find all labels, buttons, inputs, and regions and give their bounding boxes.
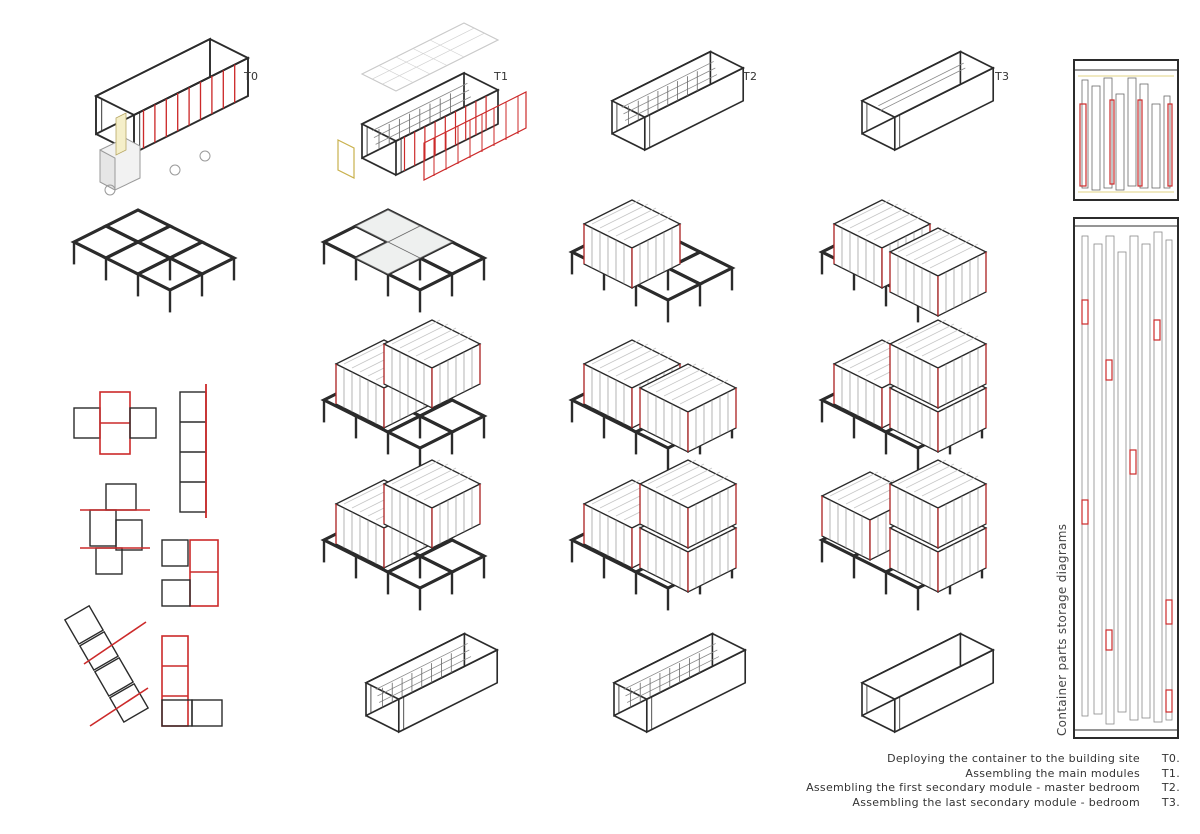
storage-diagram-top — [1073, 59, 1179, 201]
stage-label-t2: T2 — [742, 70, 757, 83]
legend-row-t0: Deploying the container to the building … — [660, 752, 1180, 767]
legend-code-t2: T2. — [1161, 781, 1180, 794]
plan-layout-linear — [179, 384, 207, 518]
legend: Deploying the container to the building … — [660, 752, 1180, 810]
legend-code-t1: T1. — [1161, 766, 1180, 780]
stage-label-t3: T3 — [994, 70, 1009, 83]
plan-layout-rotated — [63, 604, 150, 727]
side-panel-exploded — [423, 91, 527, 181]
t1-exploded-container — [337, 22, 527, 181]
storage-diagram-bottom — [1073, 217, 1179, 739]
plan-layout-block — [161, 539, 219, 607]
legend-code-t3: T3. — [1161, 795, 1180, 809]
module-assembly-t2-row2 — [570, 339, 737, 472]
module-assembly-t3-row3 — [820, 459, 987, 613]
module-assembly-t1-row2 — [322, 319, 486, 472]
plan-layout-l-shape — [161, 635, 223, 727]
module-assembly-t2-row3 — [570, 459, 737, 613]
legend-text-t2: Assembling the first secondary module - … — [806, 781, 1140, 794]
legend-row-t1: Assembling the main modules T1. — [660, 767, 1180, 782]
floor-frame-t0 — [72, 208, 236, 314]
module-assembly-t2-row1 — [570, 199, 734, 324]
legend-row-t2: Assembling the first secondary module - … — [660, 781, 1180, 796]
module-assembly-t3-row2 — [820, 319, 987, 472]
module-assembly-t3-row1 — [820, 199, 987, 324]
truck-cab — [99, 112, 211, 196]
t0-truck-container — [95, 38, 249, 196]
legend-code-t0: T0. — [1161, 752, 1180, 765]
plan-layout-cross — [73, 391, 157, 455]
legend-row-t3: Assembling the last secondary module - b… — [660, 796, 1180, 811]
end-door-panel — [337, 139, 355, 179]
stage-label-t1: T1 — [493, 70, 508, 83]
plan-layout-staggered — [80, 483, 150, 575]
container-empty-t1 — [365, 632, 499, 733]
legend-text-t1: Assembling the main modules — [965, 766, 1140, 780]
container-empty-t2 — [613, 632, 747, 733]
t3-container — [861, 50, 995, 151]
legend-text-t0: Deploying the container to the building … — [887, 752, 1140, 765]
stage-label-t0: T0 — [243, 70, 258, 83]
legend-text-t3: Assembling the last secondary module - b… — [852, 795, 1140, 809]
storage-diagrams-label: Container parts storage diagrams — [1055, 524, 1069, 736]
floor-panels-t1 — [322, 208, 486, 314]
container-empty-t3 — [861, 632, 995, 733]
t2-container — [611, 50, 745, 151]
module-assembly-t1-row3 — [322, 459, 486, 613]
